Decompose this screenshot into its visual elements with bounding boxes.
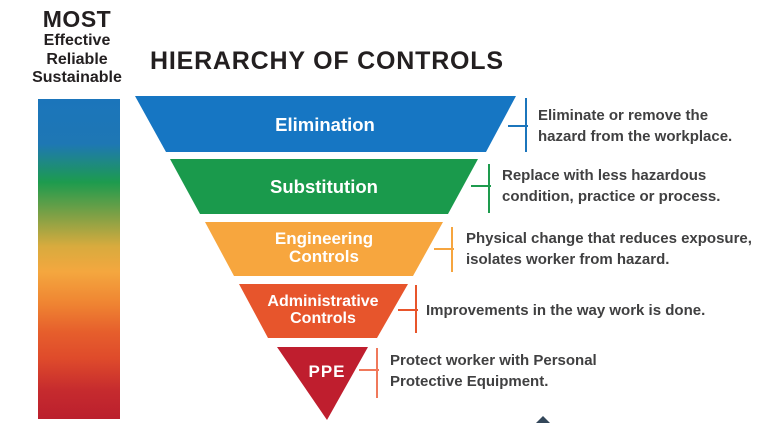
description-engineering-controls: Physical change that reduces exposure, i…: [466, 228, 752, 270]
description-substitution: Replace with less hazardous condition, p…: [502, 165, 720, 207]
level-engineering-controls-shape: [205, 222, 443, 276]
description-line: Protective Equipment.: [390, 373, 549, 390]
level-administrative-controls-label-line2: Controls: [290, 310, 356, 327]
level-substitution-label: Substitution: [270, 176, 378, 197]
quality-sustainable: Sustainable: [32, 69, 122, 86]
level-elimination-shape: [135, 96, 516, 152]
level-ppe-label: PPE: [308, 362, 345, 381]
level-elimination-label: Elimination: [275, 114, 375, 135]
description-ppe: Protect worker with Personal Protective …: [390, 350, 597, 392]
level-substitution-shape: [170, 159, 478, 214]
quality-reliable: Reliable: [46, 50, 108, 68]
description-line: Physical change that reduces exposure,: [466, 230, 752, 247]
level-engineering-controls-label-line2: Controls: [289, 247, 359, 266]
level-engineering-controls-label-line1: Engineering: [275, 229, 373, 248]
quality-effective: Effective: [43, 32, 111, 49]
level-ppe-shape: [277, 347, 368, 420]
effectiveness-gradient-bar: [38, 99, 120, 419]
most-heading: MOST: [42, 6, 112, 32]
page-title: HIERARCHY OF CONTROLS: [150, 47, 504, 75]
description-line: Improvements in the way work is done.: [426, 302, 706, 319]
description-line: hazard from the workplace.: [538, 128, 733, 145]
description-line: Eliminate or remove the: [538, 107, 709, 124]
scroll-top-arrow-icon[interactable]: [536, 416, 550, 423]
effectiveness-label-block: MOST Effective Reliable Sustainable: [0, 7, 154, 88]
description-line: isolates worker from hazard.: [466, 251, 670, 268]
description-line: Protect worker with Personal: [390, 352, 597, 369]
description-line: Replace with less hazardous: [502, 167, 707, 184]
description-line: condition, practice or process.: [502, 188, 721, 205]
level-administrative-controls-label-line1: Administrative: [267, 293, 378, 310]
description-administrative-controls: Improvements in the way work is done.: [426, 300, 705, 321]
description-elimination: Eliminate or remove the hazard from the …: [538, 105, 732, 147]
level-administrative-controls-shape: [239, 284, 408, 338]
